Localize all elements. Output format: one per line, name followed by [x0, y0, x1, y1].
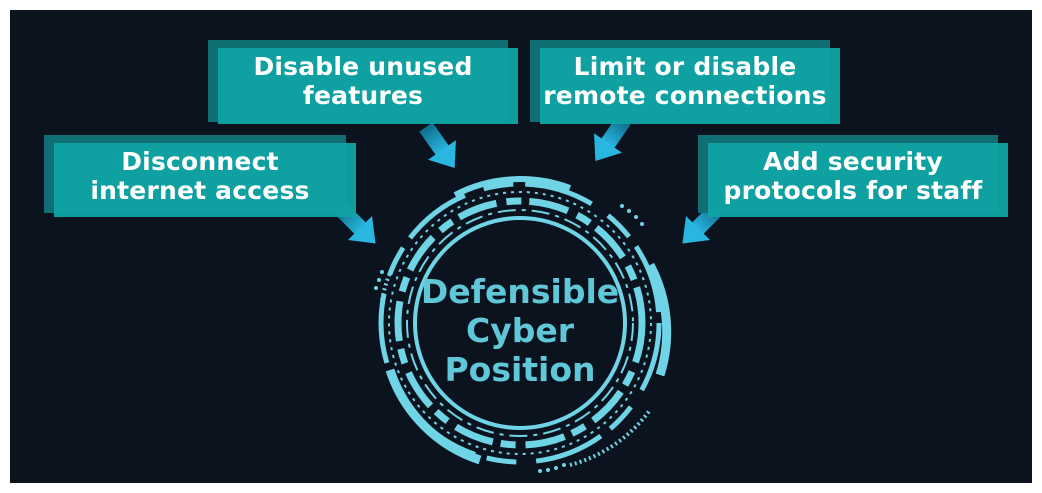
box-label: Disconnect internet access	[90, 147, 310, 205]
ring-dots	[374, 204, 644, 473]
box-disconnect-internet-access: Disconnect internet access	[44, 135, 356, 217]
box-limit-remote-connections: Limit or disable remote connections	[530, 40, 840, 126]
box-add-security-protocols: Add security protocols for staff	[698, 135, 1008, 217]
arrow-from-top-left-box	[419, 122, 456, 169]
box-disable-unused-features: Disable unused features	[208, 40, 518, 126]
box-label: Disable unused features	[253, 52, 473, 110]
tech-ring	[378, 176, 672, 467]
ring-graphic	[334, 115, 724, 473]
center-label: Defensible Cyber Position	[420, 272, 620, 389]
diagram-canvas: Disable unused features Limit or disable…	[10, 10, 1032, 483]
box-label: Limit or disable remote connections	[543, 52, 827, 110]
box-label: Add security protocols for staff	[723, 147, 983, 205]
